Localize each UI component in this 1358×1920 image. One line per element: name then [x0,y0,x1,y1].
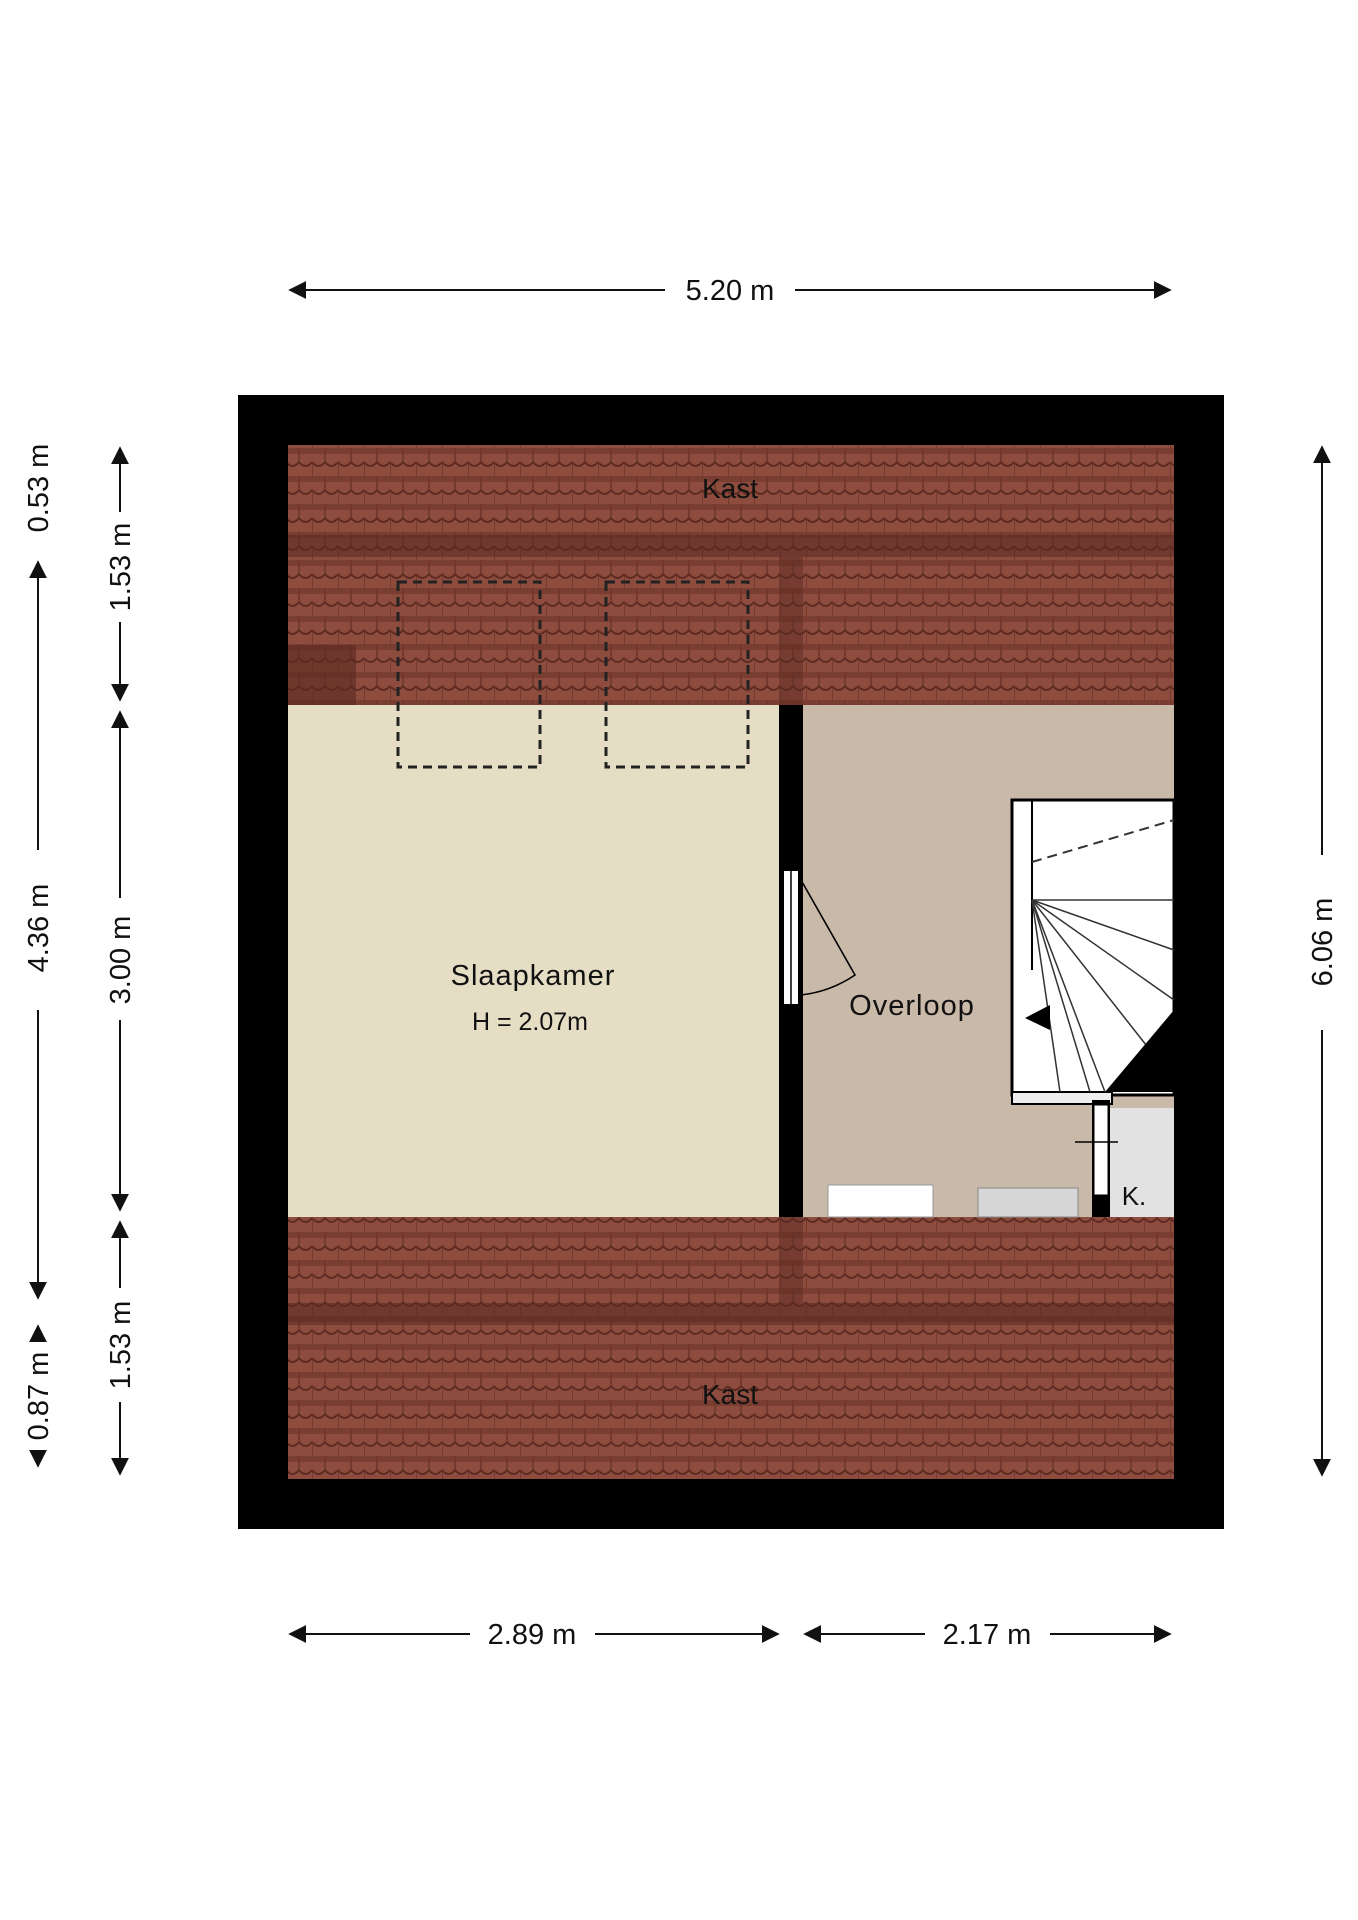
svg-text:4.36 m: 4.36 m [23,884,55,973]
overloop-label: Overloop [849,990,975,1022]
kast-small-label: K. [1122,1181,1147,1211]
dimension-top: 5.20 m [288,275,1172,307]
chimney [288,645,356,705]
roof-top [288,445,1174,705]
interior-wall-upper [779,705,803,870]
slaapkamer-floor [288,705,779,1217]
svg-text:1.53 m: 1.53 m [105,1301,137,1390]
svg-text:3.00 m: 3.00 m [105,916,137,1005]
roof-window-2 [604,580,750,769]
radiator-1 [827,1184,934,1218]
svg-text:0.53 m: 0.53 m [23,444,55,533]
interior-wall-lower [779,1005,803,1217]
radiator-2 [977,1187,1079,1218]
roof-window-1 [396,580,542,769]
kast-small-floor [1110,1108,1174,1217]
door-swing [800,879,857,996]
dimension-left-inner: 1.53 m 3.00 m 1.53 m [105,446,137,1476]
roof-wall-shadow-bottom [779,1217,803,1303]
roof-band-top [288,535,1174,557]
dimension-bottom-left: 2.89 m [288,1619,780,1651]
roof-band-bottom [288,1303,1174,1325]
stair-arrow [1025,1005,1050,1030]
slaapkamer-label: Slaapkamer [451,960,616,992]
dimension-left-outer: 0.53 m 4.36 m 0.87 m [23,444,55,1468]
svg-text:2.89 m: 2.89 m [488,1619,577,1651]
dimension-bottom-right: 2.17 m [803,1619,1172,1651]
roof-wall-shadow [779,557,803,705]
svg-text:6.06 m: 6.06 m [1307,898,1339,987]
kast-top-label: Kast [702,473,758,504]
svg-text:0.87 m: 0.87 m [23,1352,55,1441]
svg-text:5.20 m: 5.20 m [686,275,775,307]
roof-bottom [288,1217,1174,1479]
svg-text:2.17 m: 2.17 m [943,1619,1032,1651]
staircase [1010,798,1176,1105]
svg-text:1.53 m: 1.53 m [105,523,137,612]
kast-bottom-label: Kast [702,1379,758,1410]
slaapkamer-height: H = 2.07m [472,1008,588,1036]
dimension-right: 6.06 m [1307,445,1339,1477]
